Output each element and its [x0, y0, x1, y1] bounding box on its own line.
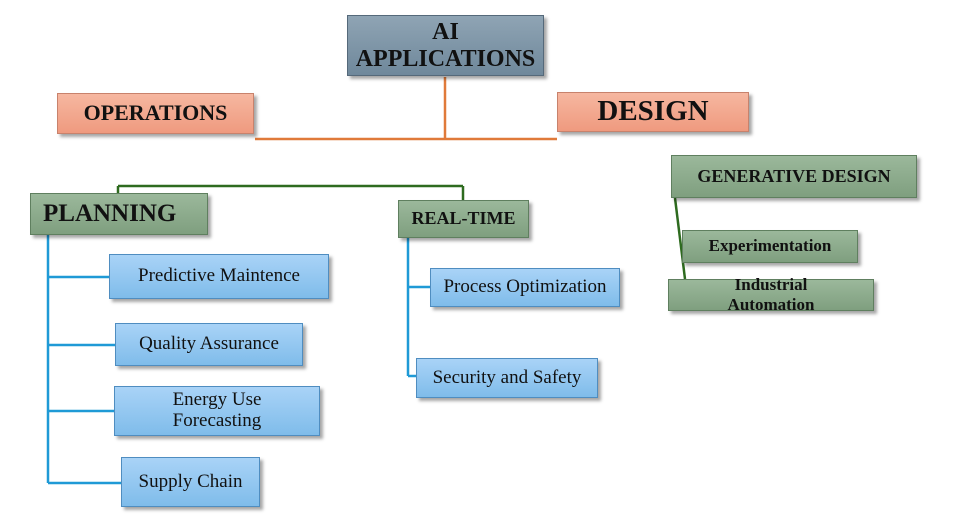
- node-quality-assurance: Quality Assurance: [115, 323, 303, 366]
- node-energy-use-forecasting: Energy Use Forecasting: [114, 386, 320, 436]
- node-supply-chain: Supply Chain: [121, 457, 260, 507]
- node-experimentation: Experimentation: [682, 230, 858, 263]
- node-ai-applications: AI APPLICATIONS: [347, 15, 544, 76]
- node-generative-design: GENERATIVE DESIGN: [671, 155, 917, 198]
- node-real-time: REAL-TIME: [398, 200, 529, 238]
- node-security-and-safety: Security and Safety: [416, 358, 598, 398]
- node-predictive-maintenance: Predictive Maintence: [109, 254, 329, 299]
- node-planning: PLANNING: [30, 193, 208, 235]
- node-design: DESIGN: [557, 92, 749, 132]
- node-process-optimization: Process Optimization: [430, 268, 620, 307]
- node-industrial-automation: Industrial Automation: [668, 275, 874, 314]
- node-operations: OPERATIONS: [57, 93, 254, 134]
- connector-generative: [673, 197, 687, 280]
